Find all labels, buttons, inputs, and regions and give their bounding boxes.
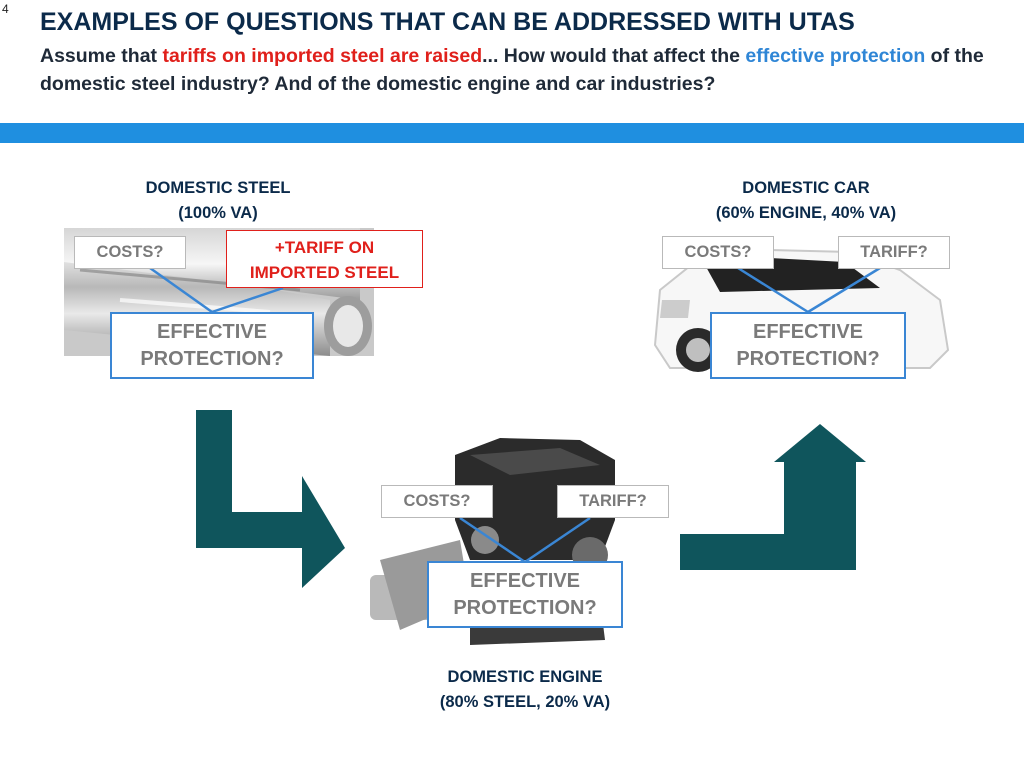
steel-tariff-line1: +TARIFF ON — [274, 238, 375, 257]
engine-caption: DOMESTIC ENGINE (80% STEEL, 20% VA) — [400, 665, 650, 715]
car-caption-composition: (60% ENGINE, 40% VA) — [715, 204, 897, 222]
engine-costs-box: COSTS? — [381, 485, 493, 518]
header-band — [0, 123, 1024, 143]
car-ep-line1: EFFECTIVE — [752, 320, 863, 343]
steel-effective-protection-box: EFFECTIVE PROTECTION? — [110, 312, 314, 379]
steel-tariff-box: +TARIFF ON IMPORTED STEEL — [226, 230, 423, 288]
steel-connectors — [149, 266, 284, 314]
car-effective-protection-box: EFFECTIVE PROTECTION? — [710, 312, 906, 379]
engine-connectors — [459, 516, 591, 564]
slide-subtitle: Assume that tariffs on imported steel ar… — [40, 43, 990, 98]
subtitle-text-2: ... How would that affect the — [482, 45, 746, 67]
steel-caption-va: (100% VA) — [178, 204, 258, 222]
steel-caption-title: DOMESTIC STEEL — [145, 179, 291, 197]
subtitle-highlight-tariffs: tariffs on imported steel are raised — [162, 45, 483, 67]
steel-ep-line1: EFFECTIVE — [156, 320, 267, 343]
flow-arrow-steel-to-engine — [196, 410, 345, 588]
flow-arrow-engine-to-car — [680, 462, 856, 570]
engine-caption-composition: (80% STEEL, 20% VA) — [439, 693, 611, 711]
engine-ep-line1: EFFECTIVE — [469, 569, 580, 592]
steel-costs-box: COSTS? — [74, 236, 186, 269]
engine-ep-line2: PROTECTION? — [453, 596, 597, 619]
car-ep-line2: PROTECTION? — [736, 347, 880, 370]
flow-arrow-engine-to-car-head — [774, 424, 866, 462]
subtitle-text-1: Assume that — [40, 45, 163, 67]
steel-ep-line2: PROTECTION? — [140, 347, 284, 370]
engine-effective-protection-box: EFFECTIVE PROTECTION? — [427, 561, 623, 628]
car-tariff-box: TARIFF? — [838, 236, 950, 269]
subtitle-highlight-protection: effective protection — [745, 45, 926, 67]
engine-tariff-box: TARIFF? — [557, 485, 669, 518]
slide-title: EXAMPLES OF QUESTIONS THAT CAN BE ADDRES… — [40, 8, 855, 36]
car-caption: DOMESTIC CAR (60% ENGINE, 40% VA) — [676, 176, 936, 226]
steel-caption: DOMESTIC STEEL (100% VA) — [100, 176, 336, 226]
steel-tariff-line2: IMPORTED STEEL — [249, 263, 400, 282]
car-costs-box: COSTS? — [662, 236, 774, 269]
car-caption-title: DOMESTIC CAR — [742, 179, 870, 197]
engine-caption-title: DOMESTIC ENGINE — [447, 668, 603, 686]
subtitle-text-3: of the domestic steel industry? And of t… — [40, 45, 984, 95]
slide-number: 4 — [2, 2, 9, 16]
car-connectors — [737, 266, 881, 314]
